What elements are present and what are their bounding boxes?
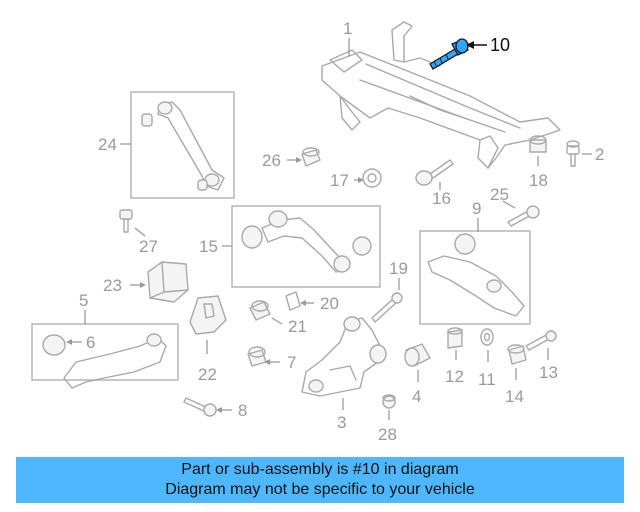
callout-21: 21 xyxy=(288,317,307,336)
banner-line-1: Part or sub-assembly is #10 in diagram xyxy=(181,461,459,478)
bolt-part-8[interactable] xyxy=(183,397,217,417)
callout-22: 22 xyxy=(198,365,217,384)
bolt-part-13[interactable] xyxy=(525,330,557,351)
leader-arrow-7 xyxy=(264,359,270,365)
callout-8: 8 xyxy=(238,401,247,420)
callout-7: 7 xyxy=(287,353,296,372)
callout-10: 10 xyxy=(490,35,510,55)
arm-part-15[interactable] xyxy=(241,210,372,273)
callout-18: 18 xyxy=(529,171,548,190)
nut-part-14[interactable] xyxy=(507,344,527,365)
callout-5: 5 xyxy=(79,291,88,310)
callout-24: 24 xyxy=(98,135,117,154)
leader-arrow-10 xyxy=(466,41,474,49)
callout-9: 9 xyxy=(472,199,481,218)
leader-line-25 xyxy=(502,200,516,209)
leader-arrow-8 xyxy=(216,407,222,413)
nut-part-28[interactable] xyxy=(382,394,396,409)
box-part-24 xyxy=(130,91,235,199)
bushing-part-4[interactable] xyxy=(404,343,431,367)
callout-11: 11 xyxy=(478,370,496,389)
leader-arrow-20 xyxy=(300,300,306,306)
callout-27: 27 xyxy=(139,237,158,256)
leader-arrow-23 xyxy=(140,282,146,288)
leader-arrow-6 xyxy=(66,339,72,345)
nut-part-18[interactable] xyxy=(529,135,547,153)
leader-line-27 xyxy=(134,227,146,237)
callout-25: 25 xyxy=(490,185,509,204)
washer-part-11[interactable] xyxy=(480,328,494,346)
arm-part-9[interactable] xyxy=(427,233,525,317)
bushing-part-12[interactable] xyxy=(447,327,463,349)
callout-3: 3 xyxy=(337,413,346,432)
callout-2: 2 xyxy=(595,145,604,164)
nut-part-26[interactable] xyxy=(301,147,321,167)
leader-arrow-26 xyxy=(296,157,302,163)
bolt-part-27[interactable] xyxy=(119,209,133,233)
callout-20: 20 xyxy=(320,294,339,313)
callout-14: 14 xyxy=(505,387,524,406)
leader-arrow-17 xyxy=(358,177,364,183)
box-part-9 xyxy=(419,230,531,325)
subframe-part-1[interactable] xyxy=(321,21,561,169)
bolt-part-25[interactable] xyxy=(507,205,540,227)
bolt-part-2[interactable] xyxy=(566,140,580,167)
callout-23: 23 xyxy=(103,276,122,295)
callout-16: 16 xyxy=(432,189,451,208)
box-part-5 xyxy=(31,323,179,381)
nut-part-21[interactable] xyxy=(249,300,271,321)
callout-6: 6 xyxy=(86,333,95,352)
bolt-part-19[interactable] xyxy=(371,292,403,323)
callout-13: 13 xyxy=(539,363,558,382)
knuckle-part-3[interactable] xyxy=(301,316,387,397)
callout-26: 26 xyxy=(262,151,281,170)
bolt-part-16[interactable] xyxy=(415,159,454,186)
bolt-part-10[interactable] xyxy=(429,38,469,70)
callout-17: 17 xyxy=(330,171,349,190)
bracket-part-22[interactable] xyxy=(189,295,227,335)
washer-part-17[interactable] xyxy=(362,168,382,188)
callout-12: 12 xyxy=(445,367,464,386)
nut-part-7[interactable] xyxy=(247,346,267,367)
arm-part-5[interactable] xyxy=(42,333,167,389)
info-banner: Part or sub-assembly is #10 in diagram D… xyxy=(16,457,624,503)
mount-part-23[interactable] xyxy=(147,261,189,303)
callout-1: 1 xyxy=(343,19,352,38)
link-part-24[interactable] xyxy=(141,101,225,191)
callout-4: 4 xyxy=(412,387,421,406)
callout-15: 15 xyxy=(199,237,218,256)
clip-part-20[interactable] xyxy=(285,291,301,311)
callout-28: 28 xyxy=(378,425,397,444)
callout-19: 19 xyxy=(389,259,408,278)
leader-line-21 xyxy=(271,317,283,325)
banner-line-2: Diagram may not be specific to your vehi… xyxy=(165,481,475,498)
